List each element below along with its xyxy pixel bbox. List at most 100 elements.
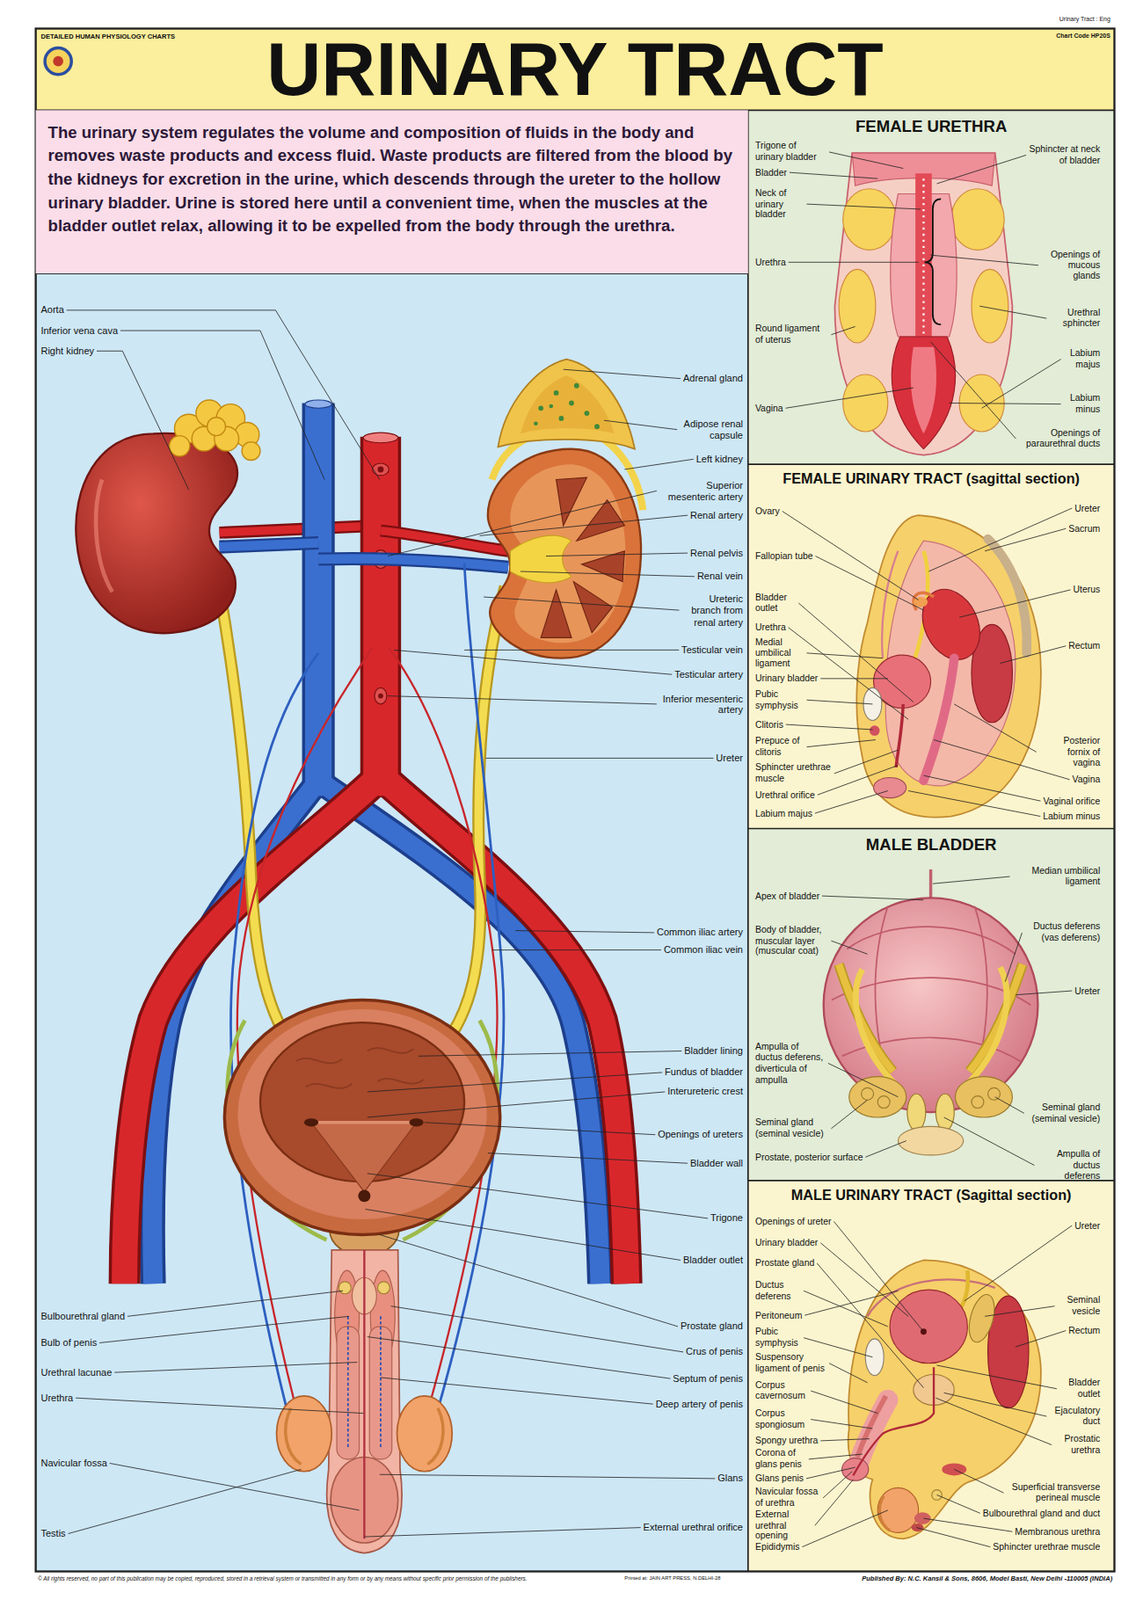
leader-line (1015, 990, 1072, 996)
vein (219, 543, 320, 548)
leader-line (865, 1141, 906, 1158)
adrenal-gland (538, 405, 544, 411)
female-sagittal-figure (873, 655, 932, 708)
female-urethra-figure (834, 152, 1012, 456)
leader-line (937, 154, 1027, 184)
leader-line (788, 262, 919, 263)
node-text: MALE BLADDER (748, 834, 1115, 854)
part-label: Vagina (1071, 774, 1100, 786)
adrenal-gland (169, 436, 190, 457)
urinary-bladder (305, 1084, 352, 1089)
part-label: Urinary bladder (755, 673, 818, 685)
leader-line (933, 740, 1071, 780)
leader-line (807, 699, 874, 705)
leader-line (816, 1263, 924, 1389)
leader-line (830, 326, 855, 335)
part-label: Sphincter urethrae muscle (992, 1541, 1100, 1552)
urinary-bladder (367, 1048, 414, 1054)
leader-line (464, 649, 679, 651)
leader-line (487, 1153, 688, 1165)
leader-line (964, 1225, 1072, 1302)
part-label: Neck of urinary bladder (755, 188, 805, 221)
leader-line (944, 1117, 1035, 1166)
part-label: Superficial transverse perineal muscle (1005, 1482, 1100, 1505)
part-label: Sphincter urethrae muscle (755, 763, 832, 786)
male-bladder-figure (831, 906, 1031, 1103)
small-print: Published By: N.C. Kansil & Sons, 8606, … (861, 1574, 1113, 1583)
part-label: Vagina (755, 402, 784, 414)
leader-line (828, 1062, 899, 1097)
leader-line (984, 1306, 1056, 1318)
male-bladder-figure (823, 897, 1039, 1113)
part-label: Prepuce of clitoris (755, 735, 805, 758)
part-label: Renal pelvis (690, 547, 743, 560)
leader-line (127, 1290, 343, 1317)
part-label: Interureteric crest (667, 1085, 743, 1098)
urinary-bladder (408, 1118, 423, 1127)
male-bladder-figure (861, 1087, 874, 1100)
leader-line (928, 508, 1072, 572)
ureter (216, 571, 505, 1052)
panel-ground (36, 109, 749, 274)
female-sagittal-figure (856, 515, 1042, 817)
left-kidney (540, 589, 572, 639)
node-text: The urinary system regulates the volume … (48, 120, 736, 238)
leader-line (114, 1362, 357, 1374)
urinary-bladder (296, 1058, 343, 1064)
adrenal-gland (558, 415, 564, 422)
right-kidney (75, 433, 238, 634)
part-label: Ejaculatory duct (1048, 1405, 1100, 1428)
part-label: Posterior fornix of vagina (1039, 735, 1101, 769)
male-bladder-figure (823, 869, 1039, 1156)
chart-title: URINARY TRACT (36, 29, 1115, 111)
female-sagittal-figure (923, 658, 954, 781)
leader-line (96, 350, 190, 490)
leader-line (820, 677, 889, 679)
male-bladder-figure (855, 969, 903, 1093)
male-sagittal-figure (842, 1259, 1042, 1539)
female-urethra-figure (843, 374, 889, 432)
female-urethra-figure (891, 336, 955, 450)
leader-line (515, 931, 655, 933)
artery (363, 436, 398, 797)
part-label: Prostate gland (755, 1258, 815, 1269)
part-label: Medial umbilical ligament (755, 636, 805, 670)
artery (377, 465, 384, 473)
leader-line (931, 254, 1039, 266)
part-label: Corpus spongiosum (755, 1408, 809, 1431)
part-label: Bladder outlet (755, 592, 796, 615)
female-sagittal-figure (873, 777, 907, 798)
leader-line (807, 203, 921, 210)
part-label: Rectum (1068, 640, 1100, 652)
leader-line (387, 696, 657, 705)
leader-line (834, 749, 899, 774)
leader-line (789, 172, 878, 179)
part-label: Glans (717, 1472, 743, 1485)
part-label: Peritoneum (755, 1310, 802, 1321)
female-urethra-figure (971, 269, 1009, 343)
male-bladder-figure (838, 964, 894, 1072)
part-label: Ductus deferens (755, 1280, 801, 1303)
leader-line (830, 1099, 867, 1129)
small-print: Urinary Tract : Eng (1059, 16, 1111, 24)
part-label: Rectum (1068, 1325, 1100, 1336)
male-bladder-figure (861, 1087, 1001, 1108)
part-label: Urinary bladder (755, 1237, 818, 1249)
left-kidney (509, 464, 626, 643)
female-urethra-figure (951, 189, 1005, 251)
part-label: Body of bladder, muscular layer (muscula… (755, 924, 830, 958)
artery (363, 432, 398, 444)
urinary-bladder (377, 1078, 423, 1085)
leader-line (418, 1051, 682, 1057)
panel-rule (36, 29, 1115, 1573)
part-label: Labium majus (755, 808, 813, 819)
adrenal-gland (169, 400, 261, 460)
leader-line (815, 1479, 854, 1526)
panel-ground (36, 273, 749, 1572)
leader-line (109, 1463, 360, 1510)
leader-line (982, 359, 1062, 409)
part-label: Pubic symphysis (755, 1326, 801, 1349)
testicular-vessel (227, 563, 504, 1414)
left-kidney (487, 428, 643, 658)
part-label: Inferior mesenteric artery (659, 692, 743, 716)
